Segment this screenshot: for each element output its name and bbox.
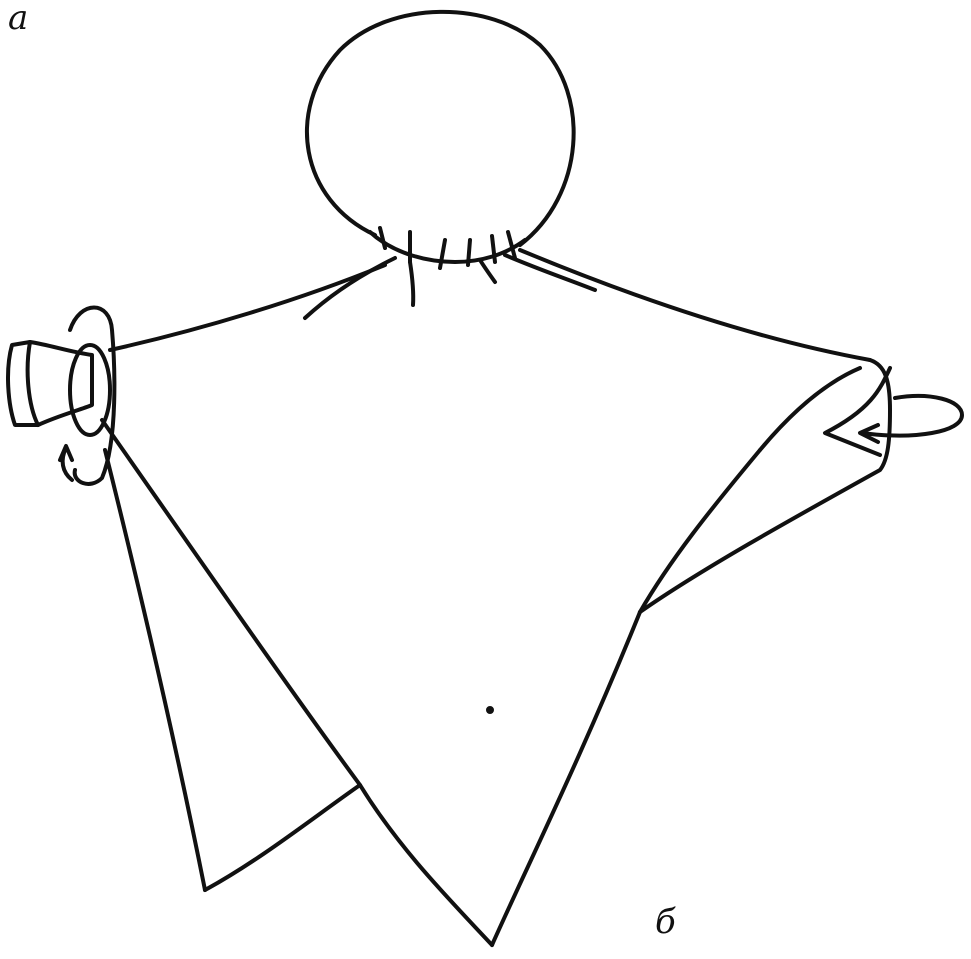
right-twist-arrow: [862, 396, 962, 436]
right-arm: [520, 250, 962, 612]
doll-head: [307, 12, 574, 268]
doll-body: [102, 420, 760, 945]
figure-label-b: б: [655, 902, 676, 942]
figure-label-a: а: [8, 0, 28, 38]
